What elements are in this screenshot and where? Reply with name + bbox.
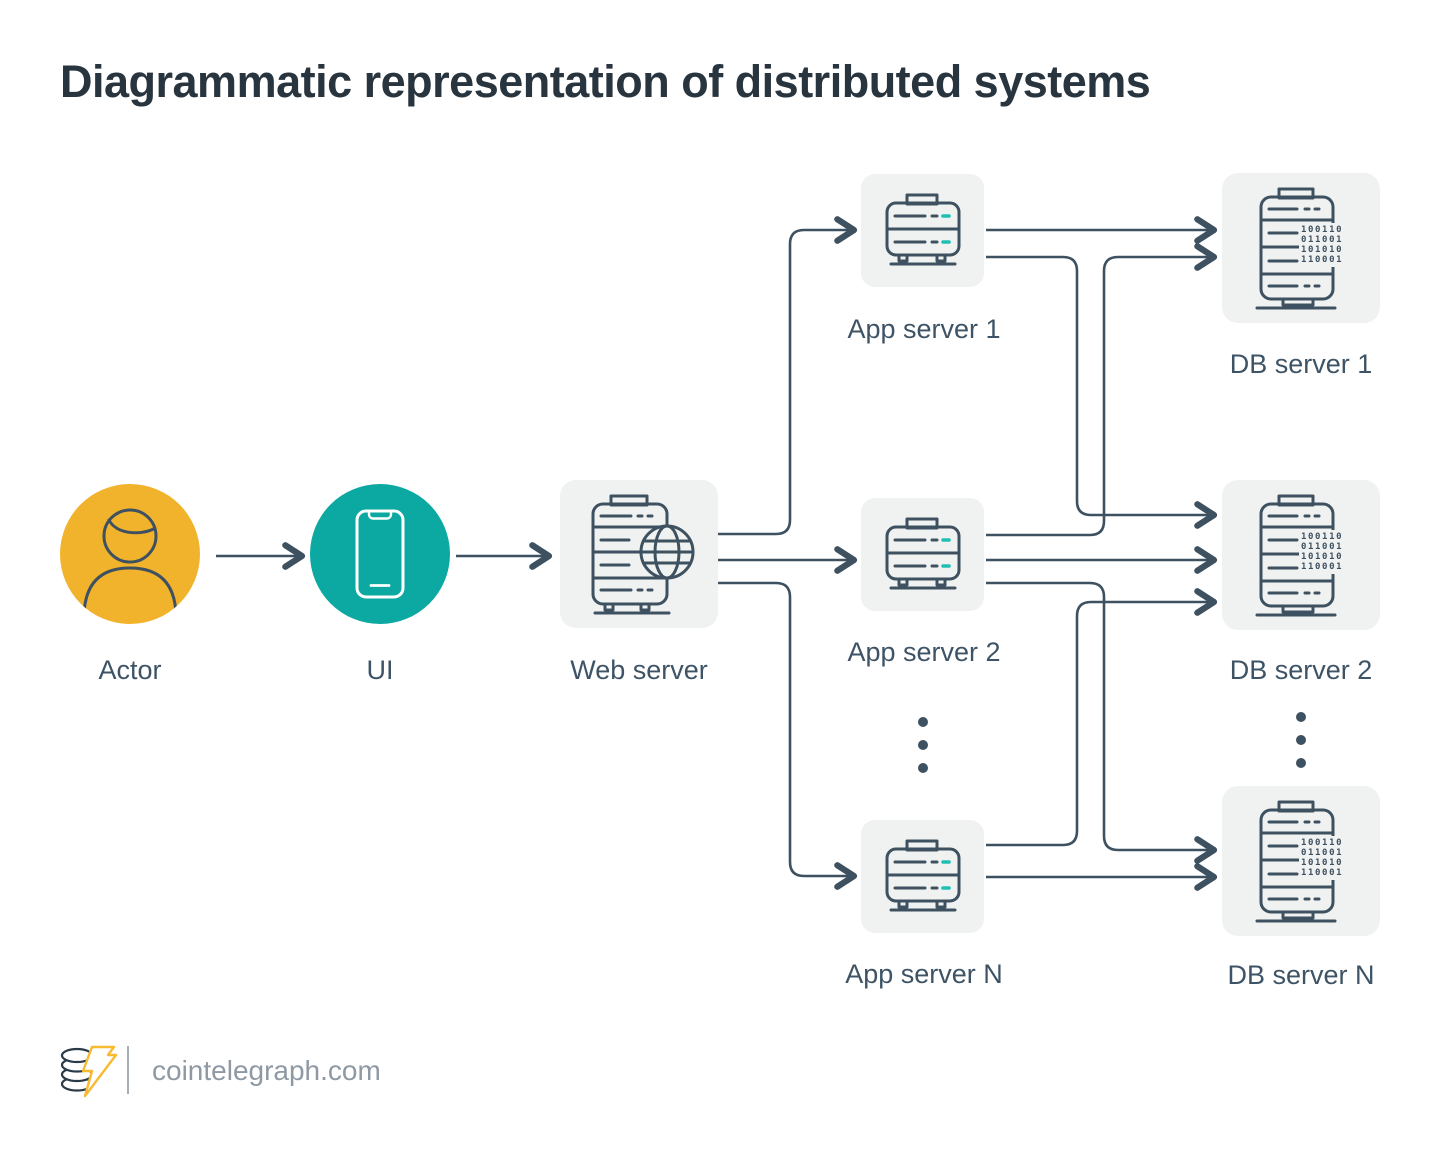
db-server-2-label: DB server 2 bbox=[1229, 655, 1373, 685]
db-server-icon bbox=[1249, 492, 1353, 618]
web-server-label: Web server bbox=[570, 655, 708, 685]
footer-divider bbox=[127, 1046, 129, 1094]
db-server-2-node bbox=[1222, 480, 1380, 630]
db-server-1-label: DB server 1 bbox=[1229, 349, 1373, 379]
db-server-icon bbox=[1249, 798, 1353, 924]
db-server-icon bbox=[1249, 185, 1353, 311]
ellipsis-dot bbox=[918, 740, 928, 750]
smartphone-icon bbox=[355, 509, 405, 599]
app-server-icon bbox=[875, 191, 971, 271]
actor-node bbox=[60, 484, 200, 624]
db-server-n-label: DB server N bbox=[1227, 960, 1375, 990]
lightning-bolt-icon bbox=[81, 1045, 118, 1098]
ellipsis-dot bbox=[918, 717, 928, 727]
edge-app1-to-db2 bbox=[986, 255, 1218, 529]
db-servers-ellipsis bbox=[1296, 712, 1308, 781]
actor-label: Actor bbox=[98, 655, 162, 685]
web-server-icon bbox=[583, 492, 695, 616]
ellipsis-dot bbox=[918, 763, 928, 773]
app-server-n-label: App server N bbox=[845, 959, 1003, 989]
web-server-node bbox=[560, 480, 718, 628]
ellipsis-dot bbox=[1296, 712, 1306, 722]
person-icon bbox=[82, 508, 178, 616]
coin-stack-icon bbox=[60, 1047, 94, 1092]
edge-web-to-app-server-n bbox=[718, 581, 858, 890]
edge-app2-to-dbn bbox=[986, 581, 1218, 864]
app-server-icon bbox=[875, 837, 971, 917]
page-title: Diagrammatic representation of distribut… bbox=[60, 56, 1151, 107]
ui-node bbox=[310, 484, 450, 624]
app-server-2-label: App server 2 bbox=[847, 637, 1001, 667]
app-server-n-node bbox=[861, 820, 984, 933]
app-server-1-node bbox=[861, 174, 984, 287]
ui-label: UI bbox=[366, 655, 394, 685]
db-server-n-node bbox=[1222, 786, 1380, 936]
ellipsis-dot bbox=[1296, 758, 1306, 768]
cointelegraph-logo-icon bbox=[60, 1045, 118, 1098]
app-server-1-label: App server 1 bbox=[847, 314, 1001, 344]
edge-web-to-app-server-1 bbox=[718, 216, 858, 536]
edge-app2-to-db1 bbox=[986, 243, 1218, 537]
ellipsis-dot bbox=[1296, 735, 1306, 745]
app-servers-ellipsis bbox=[918, 717, 930, 786]
footer-site-text: cointelegraph.com bbox=[152, 1055, 381, 1086]
db-server-1-node bbox=[1222, 173, 1380, 323]
app-server-icon bbox=[875, 515, 971, 595]
app-server-2-node bbox=[861, 498, 984, 611]
